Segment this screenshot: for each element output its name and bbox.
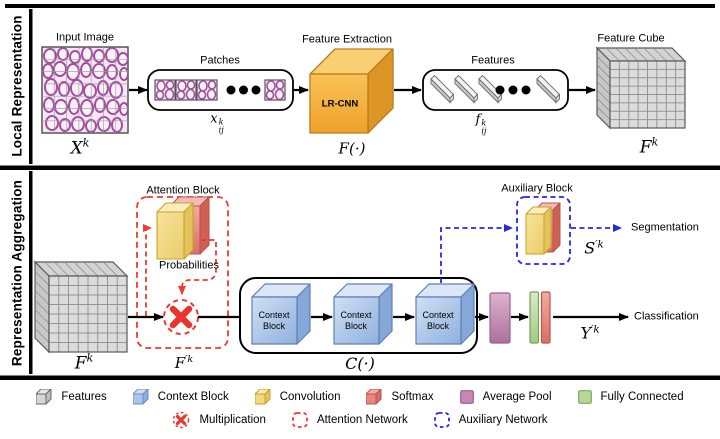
classification-math-label: Y′k	[580, 323, 600, 343]
attention-input-path	[143, 224, 152, 316]
auxiliary-block-label: Auxiliary Block	[501, 182, 573, 195]
lrcnn-label: LR-CNN	[321, 98, 359, 110]
attention-block-label: Attention Block	[146, 184, 220, 197]
legend-item-softmax: Softmax	[366, 388, 434, 405]
section-divider	[0, 165, 720, 170]
features-ellipsis-dots	[495, 85, 531, 95]
attention-output-path	[178, 239, 217, 295]
legend: Features Context Block Convolution Softm…	[0, 385, 720, 431]
classification-label: Classification	[634, 310, 699, 323]
legend-row-2: Multiplication Attention Network Auxilia…	[0, 408, 720, 431]
probabilities-label: Probabilities	[159, 259, 219, 272]
feature-extraction-math-label: F(·)	[338, 139, 366, 158]
multiplication-node	[163, 299, 199, 335]
feature-extraction-label: Feature Extraction	[302, 33, 392, 46]
context-block-1-label: Context Block	[258, 309, 290, 331]
segmentation-math-label: S′k	[584, 238, 604, 258]
representation-aggregation-title: Representation Aggregation	[9, 179, 25, 367]
features-label: Features	[471, 54, 515, 67]
legend-item-average-pool: Average Pool	[459, 389, 552, 404]
aggregation-input-cube	[33, 260, 129, 354]
segmentation-label: Segmentation	[631, 221, 699, 234]
auxiliary-network-dashed-box-icon	[433, 411, 450, 428]
legend-item-convolution: Convolution	[254, 388, 340, 405]
feature-cube-label: Feature Cube	[597, 32, 665, 45]
legend-item-features: Features	[36, 388, 107, 405]
average-pool-bar	[489, 292, 511, 344]
softmax-cube-icon	[366, 388, 382, 404]
patches-label: Patches	[200, 54, 240, 67]
context-block-2-label: Context Block	[340, 309, 372, 331]
legend-item-auxiliary-network: Auxiliary Network	[433, 411, 548, 428]
local-title-rule	[29, 9, 33, 164]
legend-item-fully-connected: Fully Connected	[577, 389, 684, 404]
input-image-label: Input Image	[55, 31, 115, 44]
patch-thumbnail	[176, 80, 196, 100]
features-cube-icon	[36, 388, 52, 404]
patch-thumbnail	[155, 80, 175, 100]
multiplication-x-icon	[173, 411, 190, 428]
local-representation-title: Local Representation	[9, 15, 25, 157]
patches-ellipsis-dots	[226, 85, 261, 95]
fully-connected-square-icon	[577, 389, 592, 404]
legend-row-1: Features Context Block Convolution Softm…	[0, 385, 720, 408]
softmax-bar	[540, 291, 551, 344]
fully-connected-bar	[529, 291, 540, 344]
aggregation-title-rule	[29, 171, 33, 374]
attention-network-dashed-box-icon	[292, 411, 308, 428]
patch-thumbnail	[197, 80, 217, 100]
feature-cube	[595, 46, 687, 130]
auxiliary-convolution-slab	[525, 206, 552, 255]
input-image	[41, 46, 129, 134]
legend-item-attention-network: Attention Network	[292, 411, 408, 428]
context-block-cube-icon	[132, 388, 149, 404]
patch-grid-overlay	[42, 47, 128, 133]
probabilities-convolution-slab	[156, 202, 194, 260]
auxiliary-block-outline	[516, 196, 571, 265]
attended-math-label: F′k	[174, 354, 194, 372]
multiplication-x-icon	[169, 305, 193, 329]
feature-cube-math-label: Fk	[639, 135, 659, 158]
input-image-math-label: Xk	[70, 136, 90, 159]
context-math-label: C(·)	[345, 354, 375, 373]
feature-extraction-cube	[309, 48, 394, 134]
context-block-3-label: Context Block	[422, 309, 454, 331]
legend-item-context-block: Context Block	[132, 388, 229, 405]
average-pool-square-icon	[459, 389, 474, 404]
convolution-cube-icon	[254, 388, 271, 404]
legend-divider	[0, 375, 720, 380]
patch-thumbnail	[265, 80, 285, 100]
aggregation-cube-math-label: Fk	[74, 351, 94, 374]
auxiliary-input-path	[440, 224, 513, 283]
top-border	[5, 4, 715, 8]
legend-item-multiplication: Multiplication	[172, 411, 266, 429]
